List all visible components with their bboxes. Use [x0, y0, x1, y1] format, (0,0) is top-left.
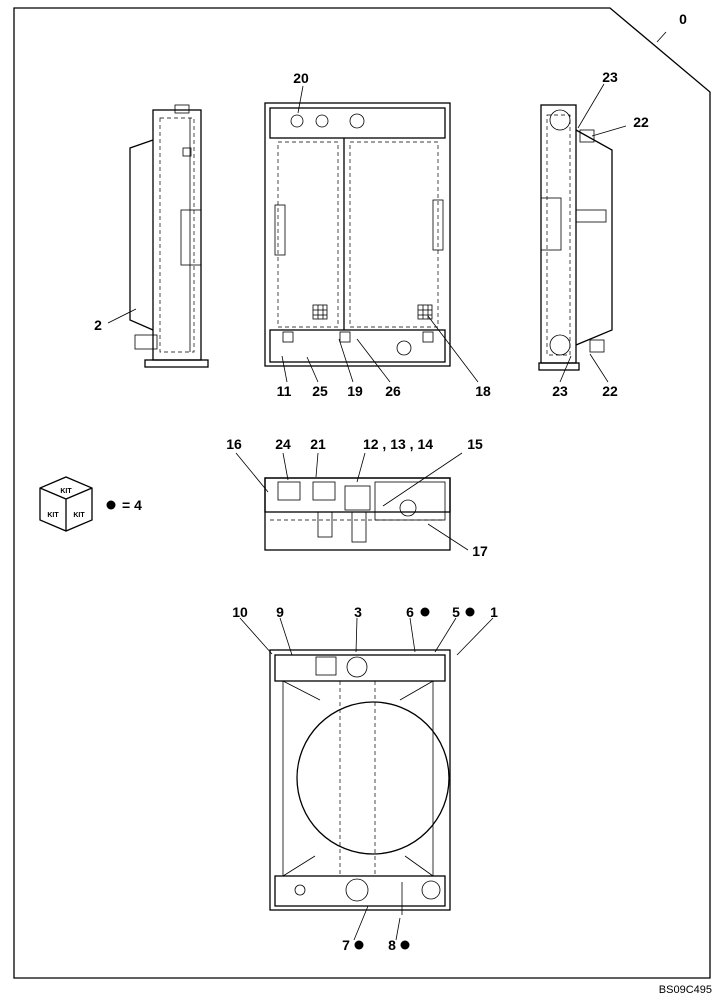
- sheet-border: [13, 7, 711, 979]
- callout-6: 6: [406, 604, 414, 620]
- callout-24: 24: [275, 436, 291, 452]
- callout-16: 16: [226, 436, 242, 452]
- kit-icon: KIT KIT KIT: [39, 476, 93, 532]
- callout-1: 1: [490, 604, 498, 620]
- kit-bullet-icon: [106, 500, 116, 510]
- callout-11: 11: [277, 383, 292, 399]
- callout-23-top: 23: [602, 69, 618, 85]
- callout-8: 8: [388, 937, 396, 953]
- callout-12-13-14: 12 , 13 , 14: [363, 436, 433, 452]
- callout-10: 10: [232, 604, 248, 620]
- callout-26: 26: [385, 383, 401, 399]
- callout-17: 17: [472, 543, 488, 559]
- callout-7: 7: [342, 937, 350, 953]
- callout-18: 18: [475, 383, 491, 399]
- kit-bullet-7-icon: [354, 940, 364, 950]
- kit-bullet-8-icon: [400, 940, 410, 950]
- assembly-number: 0: [679, 11, 687, 27]
- callout-19: 19: [347, 383, 363, 399]
- drawing-code: BS09C495: [659, 984, 712, 996]
- kit-bullet-5-icon: [465, 607, 475, 617]
- callout-3: 3: [354, 604, 362, 620]
- top-view: [264, 477, 451, 551]
- leader-lines: [107, 31, 667, 941]
- right-side-view: [538, 104, 613, 371]
- callout-21: 21: [310, 436, 326, 452]
- callout-15: 15: [467, 436, 483, 452]
- callout-22-bottom: 22: [602, 383, 618, 399]
- callout-2: 2: [94, 317, 102, 333]
- callout-5: 5: [452, 604, 460, 620]
- callout-25: 25: [312, 383, 328, 399]
- callout-20: 20: [293, 70, 309, 86]
- rear-view: [269, 649, 451, 915]
- callout-9: 9: [276, 604, 284, 620]
- kit-quantity: = 4: [122, 497, 142, 513]
- front-view: [264, 102, 451, 367]
- kit-icon-label-top: KIT: [60, 488, 72, 495]
- kit-bullet-6-icon: [420, 607, 430, 617]
- left-side-view: [129, 104, 209, 368]
- kit-icon-label-right: KIT: [73, 512, 85, 519]
- callout-22-top: 22: [633, 114, 649, 130]
- kit-icon-label-left: KIT: [47, 512, 59, 519]
- callout-23-bottom: 23: [552, 383, 568, 399]
